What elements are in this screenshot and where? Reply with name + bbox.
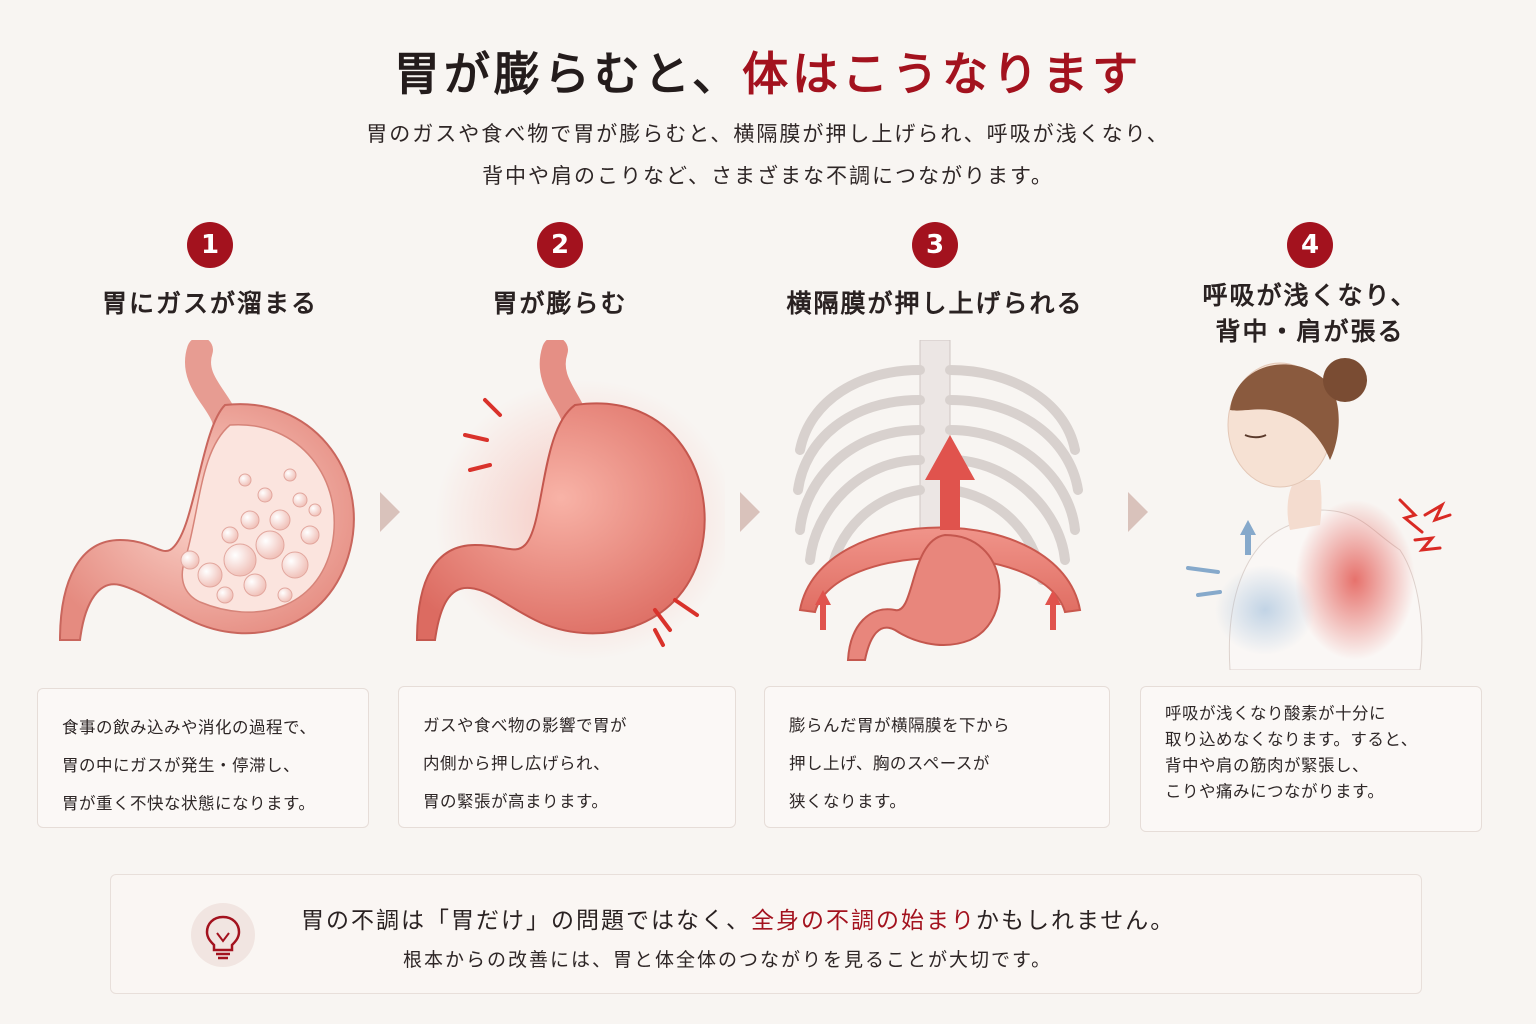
description-line: ガスや食べ物の影響で胃が [423, 716, 627, 735]
description-line: こりや痛みにつながります。 [1165, 782, 1385, 801]
gas-stomach-illustration [50, 337, 380, 670]
conclusion-line1: 胃の不調は「胃だけ」の問題ではなく、全身の不調の始まりかもしれません。 [301, 901, 1175, 935]
description-line: 押し上げ、胸のスペースが [789, 754, 990, 773]
step-title-line2: 背中・肩が張る [1215, 317, 1405, 346]
conclusion-box: 胃の不調は「胃だけ」の問題ではなく、全身の不調の始まりかもしれません。 根本から… [110, 874, 1422, 994]
description-line: 胃の緊張が高まります。 [423, 792, 609, 811]
step-1-description: 食事の飲み込みや消化の過程で、 胃の中にガスが発生・停滞し、 胃が重く不快な状態… [37, 688, 369, 828]
bloated-stomach-illustration [415, 337, 735, 670]
step-number-badge: 3 [912, 222, 958, 268]
step-title: 横隔膜が押し上げられる [786, 289, 1084, 318]
step-3-description: 膨らんだ胃が横隔膜を下から 押し上げ、胸のスペースが 狭くなります。 [764, 686, 1110, 828]
title-main: 胃が膨らむと、 [393, 47, 743, 101]
conclusion-text-b: かもしれません。 [976, 908, 1176, 934]
lead-text-line2: 背中や肩のこりなど、さまざまな不調につながります。 [482, 164, 1054, 188]
step-number-badge: 4 [1287, 222, 1333, 268]
description-line: 狭くなります。 [789, 792, 907, 811]
page-title: 胃が膨らむと、体はこうなります [0, 38, 1536, 104]
step-title: 胃が膨らむ [492, 289, 628, 318]
lightbulb-icon [191, 903, 255, 967]
step-4: 4 呼吸が浅くなり、 背中・肩が張る [1125, 222, 1495, 350]
description-line: 食事の飲み込みや消化の過程で、 [62, 718, 317, 737]
description-line: 内側から押し広げられ、 [423, 754, 611, 773]
step-2: 2 胃が膨らむ [380, 222, 740, 322]
step-title-line1: 呼吸が浅くなり、 [1202, 281, 1418, 310]
conclusion-text-a: 胃の不調は「胃だけ」の問題ではなく、 [301, 908, 751, 934]
step-4-description: 呼吸が浅くなり酸素が十分に 取り込めなくなります。すると、 背中や肩の筋肉が緊張… [1140, 686, 1482, 832]
chevron-right-icon [1128, 492, 1148, 532]
description-line: 膨らんだ胃が横隔膜を下から [789, 716, 1010, 735]
chevron-right-icon [380, 492, 400, 532]
step-number-badge: 1 [187, 222, 233, 268]
step-3: 3 横隔膜が押し上げられる [750, 222, 1120, 322]
description-line: 胃の中にガスが発生・停滞し、 [62, 756, 300, 775]
description-line: 取り込めなくなります。すると、 [1165, 730, 1418, 749]
step-title: 胃にガスが溜まる [101, 289, 318, 318]
description-line: 背中や肩の筋肉が緊張し、 [1165, 756, 1369, 775]
step-title: 呼吸が浅くなり、 背中・肩が張る [1125, 278, 1495, 350]
step-2-description: ガスや食べ物の影響で胃が 内側から押し広げられ、 胃の緊張が高まります。 [398, 686, 736, 828]
description-line: 胃が重く不快な状態になります。 [62, 794, 316, 813]
diaphragm-ribcage-illustration [780, 339, 1100, 670]
conclusion-highlight: 全身の不調の始まり [751, 908, 976, 934]
step-1: 1 胃にガスが溜まる [30, 222, 390, 322]
description-line: 呼吸が浅くなり酸素が十分に [1165, 704, 1386, 723]
conclusion-line2: 根本からの改善には、胃と体全体のつながりを見ることが大切です。 [403, 949, 1053, 971]
chevron-right-icon [740, 492, 760, 532]
step-number-badge: 2 [537, 222, 583, 268]
lead-text-line1: 胃のガスや食べ物で胃が膨らむと、横隔膜が押し上げられ、呼吸が浅くなり、 [366, 122, 1170, 146]
woman-shoulder-tension-illustration [1170, 340, 1470, 671]
title-accent: 体はこうなります [742, 47, 1143, 101]
